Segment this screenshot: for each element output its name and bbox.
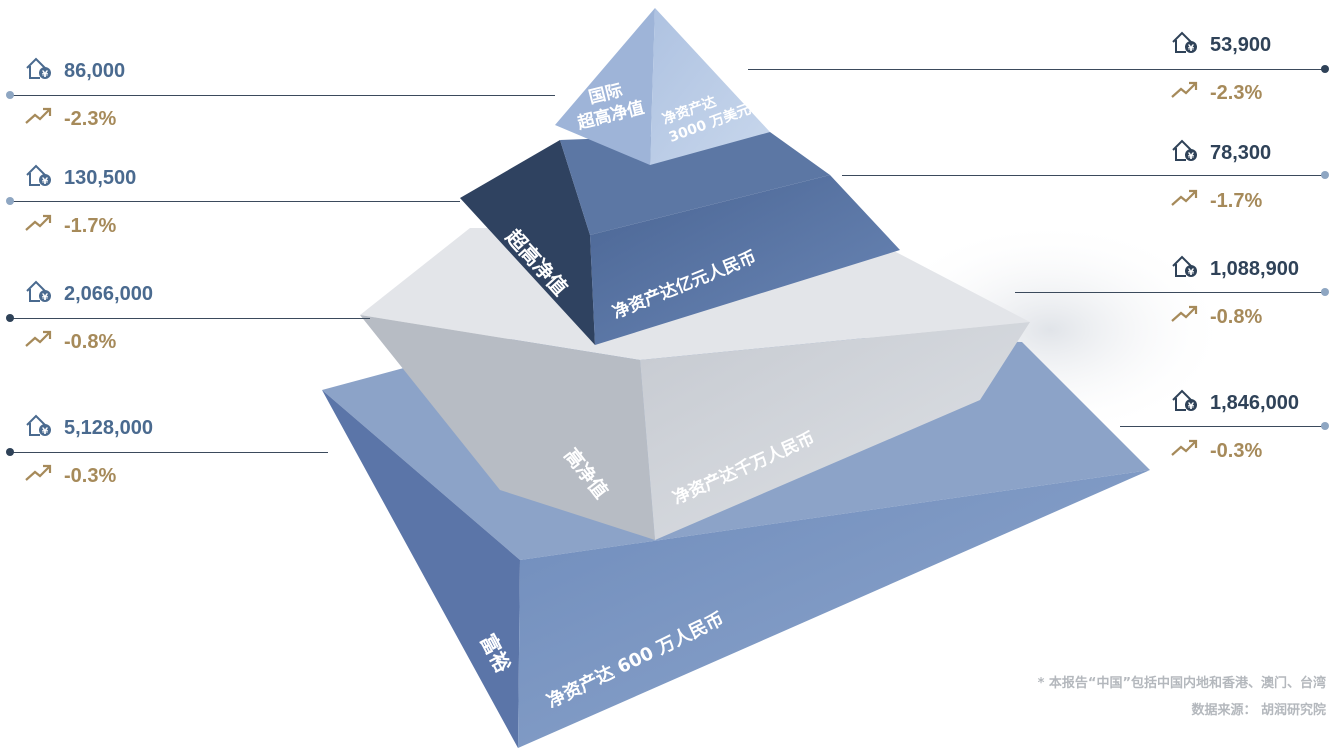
trend-up-arrow-icon xyxy=(1170,303,1200,331)
trend-up-arrow-icon xyxy=(24,462,54,490)
tier-3-front-face xyxy=(640,322,1030,540)
count-value: 86,000 xyxy=(64,59,126,82)
tier-3-left-face xyxy=(360,315,655,540)
svg-text:¥: ¥ xyxy=(42,427,49,437)
svg-text:¥: ¥ xyxy=(1188,268,1195,278)
house-yuan-icon: ¥ xyxy=(24,163,54,193)
footnote-source: 数据来源： 胡润研究院 xyxy=(1191,703,1326,718)
change-value: -2.3% xyxy=(1210,81,1263,104)
count-value: 5,128,000 xyxy=(64,416,153,439)
count-value: 1,088,900 xyxy=(1210,257,1299,280)
leader-line-right-1 xyxy=(748,69,1326,70)
tier-1-left-face xyxy=(555,8,655,165)
count-value: 53,900 xyxy=(1210,33,1272,56)
house-yuan-icon: ¥ xyxy=(1170,138,1200,168)
house-yuan-icon: ¥ xyxy=(1170,30,1200,60)
leader-line-left-4 xyxy=(10,452,328,453)
tier-2-front-face xyxy=(590,175,900,345)
house-yuan-icon: ¥ xyxy=(1170,388,1200,418)
trend-up-arrow-icon xyxy=(1170,437,1200,465)
count-value: 1,846,000 xyxy=(1210,391,1299,414)
svg-text:¥: ¥ xyxy=(42,177,49,187)
svg-text:¥: ¥ xyxy=(1188,402,1195,412)
leader-dot-left-3 xyxy=(6,314,14,322)
trend-up-arrow-icon xyxy=(24,105,54,133)
count-value: 2,066,000 xyxy=(64,282,153,305)
house-yuan-icon: ¥ xyxy=(24,56,54,86)
trend-up-arrow-icon xyxy=(24,212,54,240)
right-stat-1: ¥53,900 -2.3% xyxy=(1170,30,1272,107)
leader-line-right-4 xyxy=(1120,426,1326,427)
left-stat-2: ¥130,500 -1.7% xyxy=(24,163,137,240)
footnote-scope: * 本报告“中国”包括中国内地和香港、澳门、台湾 xyxy=(1037,676,1326,691)
change-value: -1.7% xyxy=(1210,189,1263,212)
tier-4-left-face xyxy=(322,390,520,748)
svg-text:¥: ¥ xyxy=(42,70,49,80)
tier-2-left-face xyxy=(460,140,595,345)
right-stat-3: ¥1,088,900 -0.8% xyxy=(1170,254,1299,331)
right-stat-2: ¥78,300 -1.7% xyxy=(1170,138,1272,215)
change-value: -0.3% xyxy=(1210,439,1263,462)
right-stat-4: ¥1,846,000 -0.3% xyxy=(1170,388,1299,465)
leader-dot-left-4 xyxy=(6,448,14,456)
left-stat-3: ¥2,066,000 -0.8% xyxy=(24,279,153,356)
house-yuan-icon: ¥ xyxy=(24,279,54,309)
leader-dot-right-2 xyxy=(1321,171,1329,179)
left-stat-1: ¥86,000 -2.3% xyxy=(24,56,126,133)
tier-2-top xyxy=(560,132,830,235)
leader-line-left-2 xyxy=(10,201,460,202)
leader-dot-left-1 xyxy=(6,91,14,99)
change-value: -0.8% xyxy=(1210,305,1263,328)
svg-text:¥: ¥ xyxy=(42,293,49,303)
svg-text:¥: ¥ xyxy=(1188,152,1195,162)
trend-up-arrow-icon xyxy=(24,328,54,356)
leader-line-right-2 xyxy=(842,175,1326,176)
leader-dot-right-4 xyxy=(1321,422,1329,430)
leader-dot-right-1 xyxy=(1321,65,1329,73)
count-value: 130,500 xyxy=(64,166,137,189)
leader-line-left-3 xyxy=(10,318,370,319)
trend-up-arrow-icon xyxy=(1170,187,1200,215)
leader-dot-left-2 xyxy=(6,197,14,205)
house-yuan-icon: ¥ xyxy=(1170,254,1200,284)
left-stat-4: ¥5,128,000 -0.3% xyxy=(24,413,153,490)
house-yuan-icon: ¥ xyxy=(24,413,54,443)
change-value: -2.3% xyxy=(64,107,117,130)
change-value: -1.7% xyxy=(64,214,117,237)
trend-up-arrow-icon xyxy=(1170,79,1200,107)
count-value: 78,300 xyxy=(1210,141,1272,164)
tier-1-right-face xyxy=(650,8,770,165)
leader-line-right-3 xyxy=(1015,292,1326,293)
change-value: -0.3% xyxy=(64,464,117,487)
leader-line-left-1 xyxy=(10,95,555,96)
tier-4-front-face xyxy=(518,470,1150,748)
svg-text:¥: ¥ xyxy=(1188,44,1195,54)
change-value: -0.8% xyxy=(64,330,117,353)
leader-dot-right-3 xyxy=(1321,288,1329,296)
